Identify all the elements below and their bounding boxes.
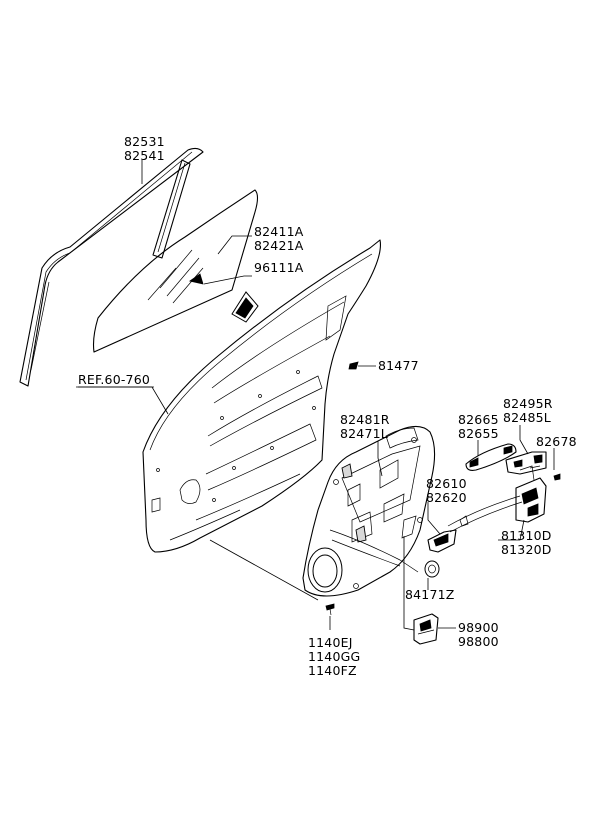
callout-labels: 82531 82541 82411A 82421A 96111A REF.60-… <box>78 134 577 678</box>
label-1140GG: 1140GG <box>308 649 360 664</box>
screw <box>325 603 335 616</box>
grommet <box>424 560 440 578</box>
label-82665: 82665 <box>458 412 499 427</box>
label-1140FZ: 1140FZ <box>308 663 357 678</box>
module-panel <box>302 425 436 597</box>
door-latch <box>447 465 547 533</box>
label-98800: 98800 <box>458 634 499 649</box>
handle-bracket <box>505 451 547 475</box>
label-82610: 82610 <box>426 476 467 491</box>
inside-handle <box>427 529 457 553</box>
label-reference: REF.60-760 <box>78 372 150 387</box>
label-82531: 82531 <box>124 134 165 149</box>
label-82655: 82655 <box>458 426 499 441</box>
label-82495R: 82495R <box>503 396 553 411</box>
label-82411A: 82411A <box>254 224 304 239</box>
label-81310D: 81310D <box>501 528 552 543</box>
label-82620: 82620 <box>426 490 467 505</box>
label-82678: 82678 <box>536 434 577 449</box>
label-81477: 81477 <box>378 358 419 373</box>
label-82471L: 82471L <box>340 426 388 441</box>
label-82485L: 82485L <box>503 410 551 425</box>
glass-clip <box>189 273 259 323</box>
label-82541: 82541 <box>124 148 165 163</box>
label-82421A: 82421A <box>254 238 304 253</box>
label-84171Z: 84171Z <box>405 587 455 602</box>
label-81320D: 81320D <box>501 542 552 557</box>
handle-cover <box>465 443 517 471</box>
label-98900: 98900 <box>458 620 499 635</box>
label-82481R: 82481R <box>340 412 390 427</box>
label-96111A: 96111A <box>254 260 304 275</box>
label-1140EJ: 1140EJ <box>308 635 353 650</box>
door-inner-panel <box>142 239 381 553</box>
clip <box>348 361 359 370</box>
small-screw <box>553 473 561 481</box>
door-frame-moulding <box>19 147 204 387</box>
door-glass <box>92 189 259 353</box>
window-switch <box>413 613 439 645</box>
